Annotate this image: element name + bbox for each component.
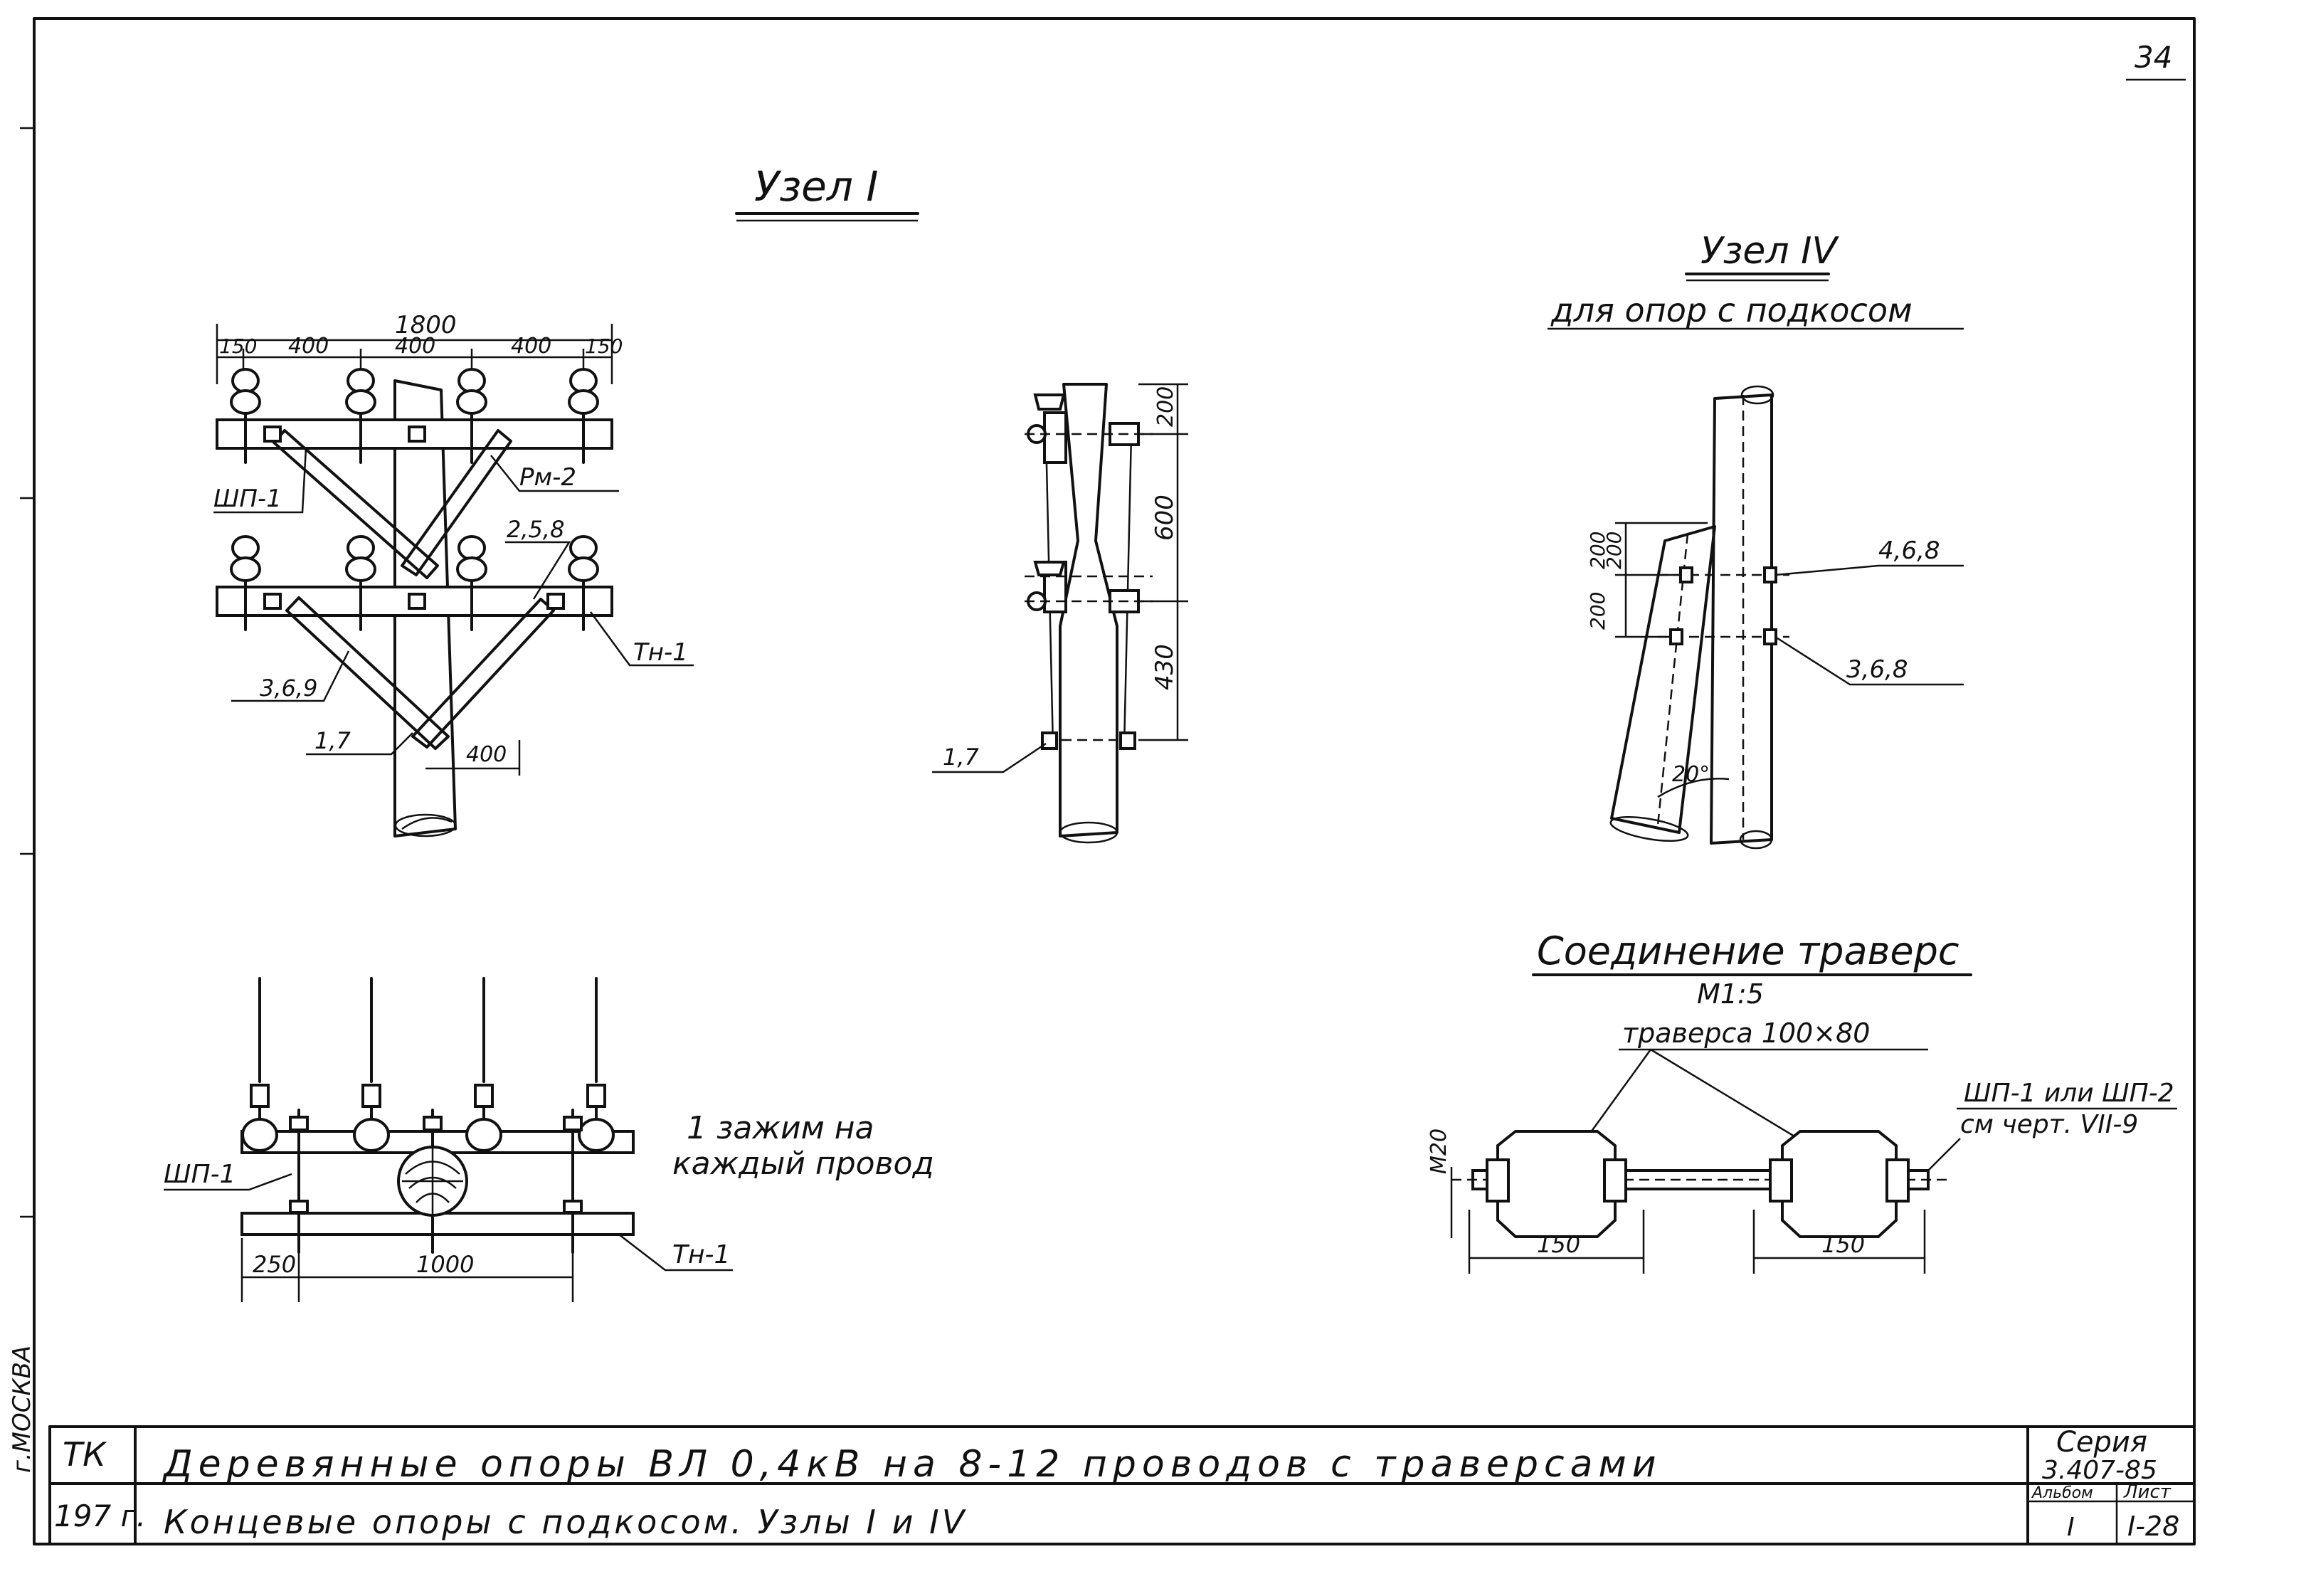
bolt-nut (1679, 566, 1693, 583)
joint-shp-line2: см черт. VII-9 (1960, 1110, 2138, 1139)
leader-tn1 (589, 611, 694, 667)
angle-20: 20° (1672, 762, 1710, 787)
side-pole-section (1059, 821, 1118, 844)
sheet-label: Лист (2123, 1481, 2172, 1503)
dim-400-lower: 400 (466, 742, 507, 767)
series-label: Серия (2056, 1426, 2147, 1459)
side-view: 200 600 430 1,7 (932, 383, 1188, 844)
clamp-dim-1000: 1000 (416, 1251, 474, 1278)
insulators-upper (230, 368, 599, 464)
joint-block-right (1769, 1130, 1910, 1238)
side-hardware (1027, 393, 1140, 613)
label-17: 1,7 (314, 727, 351, 754)
wires (258, 977, 598, 1083)
joint-traverse-label: траверса 100×80 (1622, 1018, 1870, 1049)
bolt-nut (1763, 566, 1777, 583)
title-org: ТК (63, 1435, 107, 1474)
label-368: 3,6,8 (1846, 655, 1908, 684)
dim-1800: 1800 (395, 311, 457, 339)
leader-clamp-shp1 (164, 1173, 292, 1191)
bolt-nut (1763, 628, 1777, 645)
bolt-nut (1041, 731, 1058, 750)
leader-shp1 (213, 448, 307, 514)
node-4-pole-section (1740, 385, 1774, 405)
clamp-view: 1 зажим на каждый провод ШП-1 Тн-1 250 1… (164, 977, 934, 1302)
album-value: I (2067, 1513, 2075, 1542)
clamp-lower-bar (240, 1212, 635, 1236)
side-label-17: 1,7 (943, 744, 980, 771)
label-tn1: Тн-1 (633, 638, 688, 667)
node-1-front-view: Узел I 1800 150 400 400 400 150 (213, 162, 919, 837)
node-4-dim-200a: 200 (1602, 532, 1626, 569)
leader-369 (231, 650, 350, 702)
dim-400-a: 400 (288, 334, 329, 359)
joint-block-left (1486, 1130, 1627, 1238)
dim-400-b: 400 (395, 334, 435, 359)
node-4-brace (1610, 525, 1716, 834)
bolt-nut (1119, 731, 1136, 750)
clamp-label-shp1: ШП-1 (164, 1160, 236, 1189)
leader-rm2 (490, 455, 619, 492)
left-margin-text: г.МОСКВА (8, 1346, 36, 1473)
insulators-lower (230, 535, 599, 631)
pole-section (394, 813, 457, 837)
side-dim-430: 430 (1150, 644, 1179, 690)
leader-258 (505, 541, 571, 600)
leader-clamp-tn1 (618, 1234, 733, 1272)
clamp-note-line2: каждый провод (672, 1146, 934, 1182)
drawing-frame (33, 17, 2196, 1545)
label-369: 3,6,9 (260, 675, 317, 702)
node-4-subtitle: для опор с подкосом (1550, 291, 1913, 329)
joint-title: Соединение траверс (1537, 929, 1959, 973)
side-dim-600: 600 (1150, 495, 1179, 541)
bolt-nut (1669, 628, 1683, 645)
clamp-note-line1: 1 зажим на (687, 1110, 874, 1146)
clamps (241, 1084, 615, 1152)
dim-400-c: 400 (511, 334, 551, 359)
node-4-title: Узел IV (1700, 230, 1839, 273)
dim-150-right: 150 (585, 334, 623, 358)
node-4-dim-200c: 200 (1586, 592, 1609, 630)
album-label: Альбом (2031, 1484, 2093, 1502)
node-1-title: Узел I (754, 162, 878, 211)
series-value: 3.407-85 (2042, 1456, 2157, 1485)
leader-468 (1774, 564, 1964, 576)
title-sub: Концевые опоры с подкосом. Узлы I и IV (164, 1503, 967, 1541)
pole-cross-section-rings (402, 1147, 463, 1215)
title-block: ТК 197 г. Деревянные опоры ВЛ 0,4кВ на 8… (48, 1425, 2196, 1545)
page-number: 34 (2135, 40, 2172, 75)
node-4-view: Узел IV для опор с подкосом 200 200 200 … (1548, 230, 1964, 850)
label-468: 4,6,8 (1878, 537, 1940, 565)
leader-side-17 (932, 742, 1047, 773)
node-4-brace-section (1609, 815, 1689, 842)
leader-368 (1774, 635, 1964, 686)
pole (393, 379, 457, 837)
label-shp1: ШП-1 (213, 485, 282, 513)
joint-view: Соединение траверс М1:5 траверса 100×80 … (1427, 929, 2177, 1274)
sheet-value: I-28 (2127, 1511, 2179, 1542)
joint-scale: М1:5 (1697, 978, 1764, 1010)
node-4-pole-section (1739, 830, 1773, 850)
bolt-plates (263, 426, 565, 610)
node-4-dim-200b: 200 (1586, 532, 1609, 569)
clamp-label-tn1: Тн-1 (672, 1240, 730, 1269)
joint-dim-150b: 150 (1821, 1231, 1865, 1258)
angle-arc (1657, 778, 1730, 798)
title-main: Деревянные опоры ВЛ 0,4кВ на 8-12 провод… (162, 1443, 1662, 1486)
dim-150-left: 150 (219, 334, 257, 358)
tie-bolts (289, 1109, 583, 1254)
joint-m20: М20 (1427, 1129, 1451, 1174)
side-dim-200: 200 (1153, 386, 1178, 427)
clamp-dim-250: 250 (253, 1251, 296, 1278)
label-rm2: Рм-2 (519, 463, 576, 492)
joint-dim-150a: 150 (1537, 1231, 1580, 1258)
label-258: 2,5,8 (507, 516, 564, 543)
joint-shp-line1: ШП-1 или ШП-2 (1964, 1079, 2174, 1108)
pole-hatch (401, 817, 453, 830)
leader-17 (306, 732, 413, 756)
title-year: 197 г. (54, 1499, 146, 1533)
node-4-pole (1710, 393, 1773, 845)
